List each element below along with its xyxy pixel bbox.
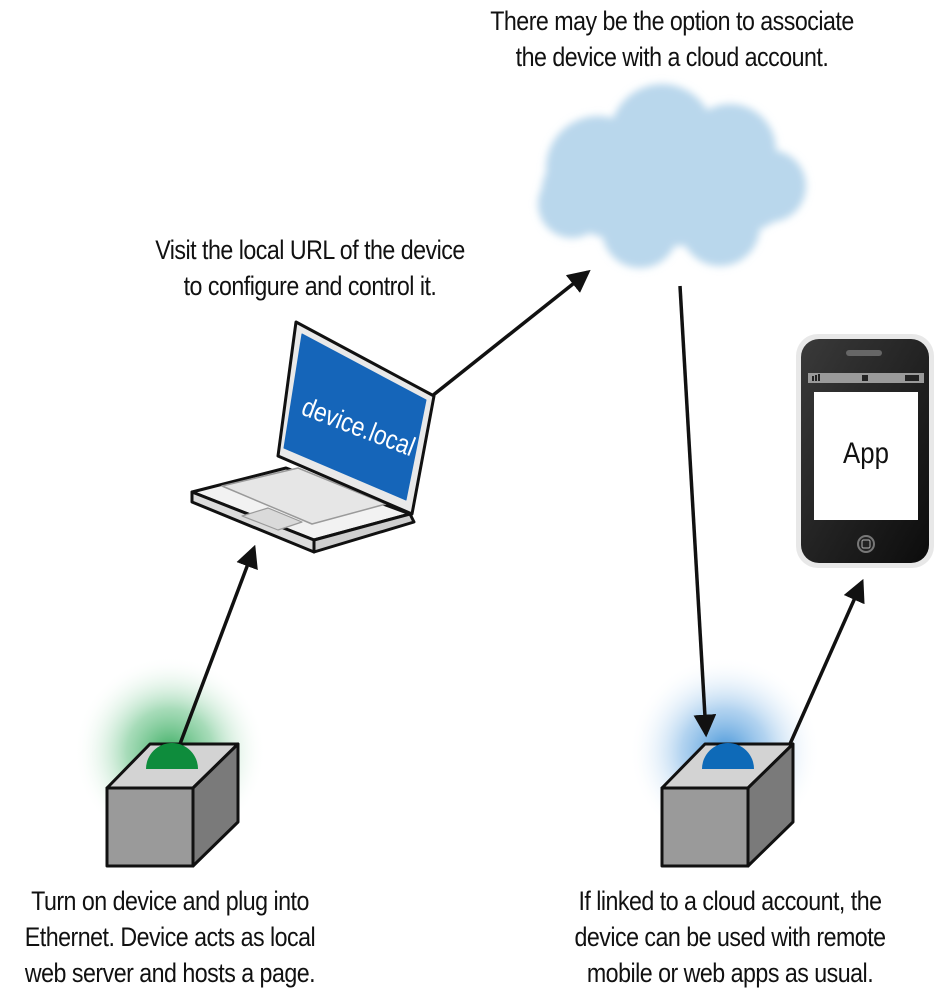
phone-app-label: App — [843, 436, 889, 469]
caption-line: device can be used with remote — [574, 922, 886, 952]
right-device-box — [660, 742, 795, 868]
phone-speaker — [846, 350, 882, 356]
caption-line: There may be the option to associate — [490, 6, 854, 36]
caption-cloud-account: There may be the option to associate the… — [431, 3, 913, 75]
cloud-icon — [538, 84, 806, 268]
left-device-led — [146, 743, 198, 769]
arrow-laptop-to-cloud — [430, 269, 591, 398]
caption-line: If linked to a cloud account, the — [578, 886, 882, 916]
phone-screen — [814, 392, 918, 520]
laptop-icon — [190, 320, 436, 554]
caption-line: the device with a cloud account. — [515, 42, 829, 72]
caption-line: mobile or web apps as usual. — [586, 958, 874, 988]
caption-line: Ethernet. Device acts as local — [24, 922, 316, 952]
arrow-device-to-phone — [788, 578, 865, 745]
phone-icon — [796, 334, 934, 568]
right-device-led — [702, 743, 754, 769]
caption-line: Turn on device and plug into — [31, 886, 309, 916]
arrow-device-to-laptop — [178, 544, 258, 745]
caption-linked-cloud: If linked to a cloud account, the device… — [506, 883, 939, 991]
caption-line: Visit the local URL of the device — [155, 235, 465, 265]
arrow-cloud-to-device — [678, 285, 717, 738]
caption-turn-on-device: Turn on device and plug into Ethernet. D… — [0, 883, 368, 991]
phone-home-button — [857, 535, 875, 553]
caption-local-url: Visit the local URL of the device to con… — [91, 232, 530, 304]
caption-line: to configure and control it. — [183, 271, 437, 301]
caption-line: web server and hosts a page. — [24, 958, 316, 988]
